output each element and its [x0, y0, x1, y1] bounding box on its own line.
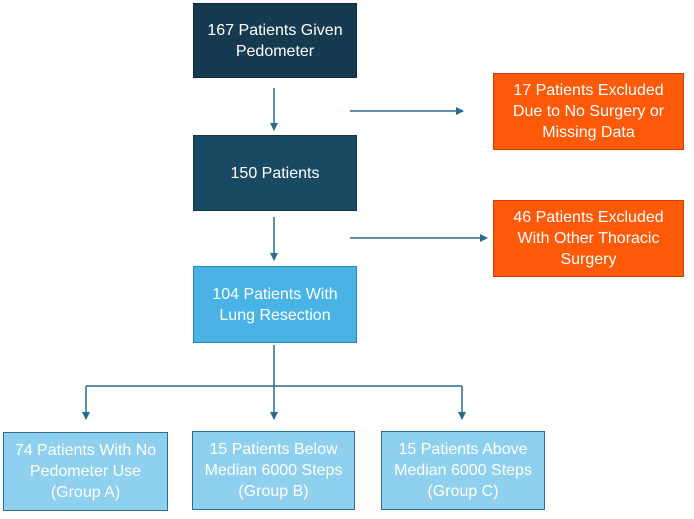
- box-step2: 150 Patients: [193, 135, 357, 211]
- box-excluded1: 17 Patients Excluded Due to No Surgery o…: [493, 73, 684, 150]
- box-excluded2: 46 Patients Excluded With Other Thoracic…: [493, 200, 684, 277]
- box-excluded1-label: 17 Patients Excluded Due to No Surgery o…: [512, 82, 665, 141]
- box-step3: 104 Patients With Lung Resection: [193, 266, 357, 343]
- box-excluded2-label: 46 Patients Excluded With Other Thoracic…: [513, 209, 664, 268]
- box-start: 167 Patients Given Pedometer: [193, 3, 357, 78]
- box-group-c: 15 Patients Above Median 6000 Steps (Gro…: [381, 431, 545, 510]
- box-step2-label: 150 Patients: [230, 164, 320, 182]
- box-step3-label: 104 Patients With Lung Resection: [212, 285, 338, 324]
- box-start-label: 167 Patients Given Pedometer: [207, 21, 343, 60]
- box-group-a: 74 Patients With No Pedometer Use (Group…: [3, 432, 168, 511]
- box-group-c-label: 15 Patients Above Median 6000 Steps (Gro…: [394, 441, 532, 500]
- box-group-a-label: 74 Patients With No Pedometer Use (Group…: [14, 442, 157, 501]
- box-group-b: 15 Patients Below Median 6000 Steps (Gro…: [192, 431, 355, 510]
- box-group-b-label: 15 Patients Below Median 6000 Steps (Gro…: [204, 441, 343, 500]
